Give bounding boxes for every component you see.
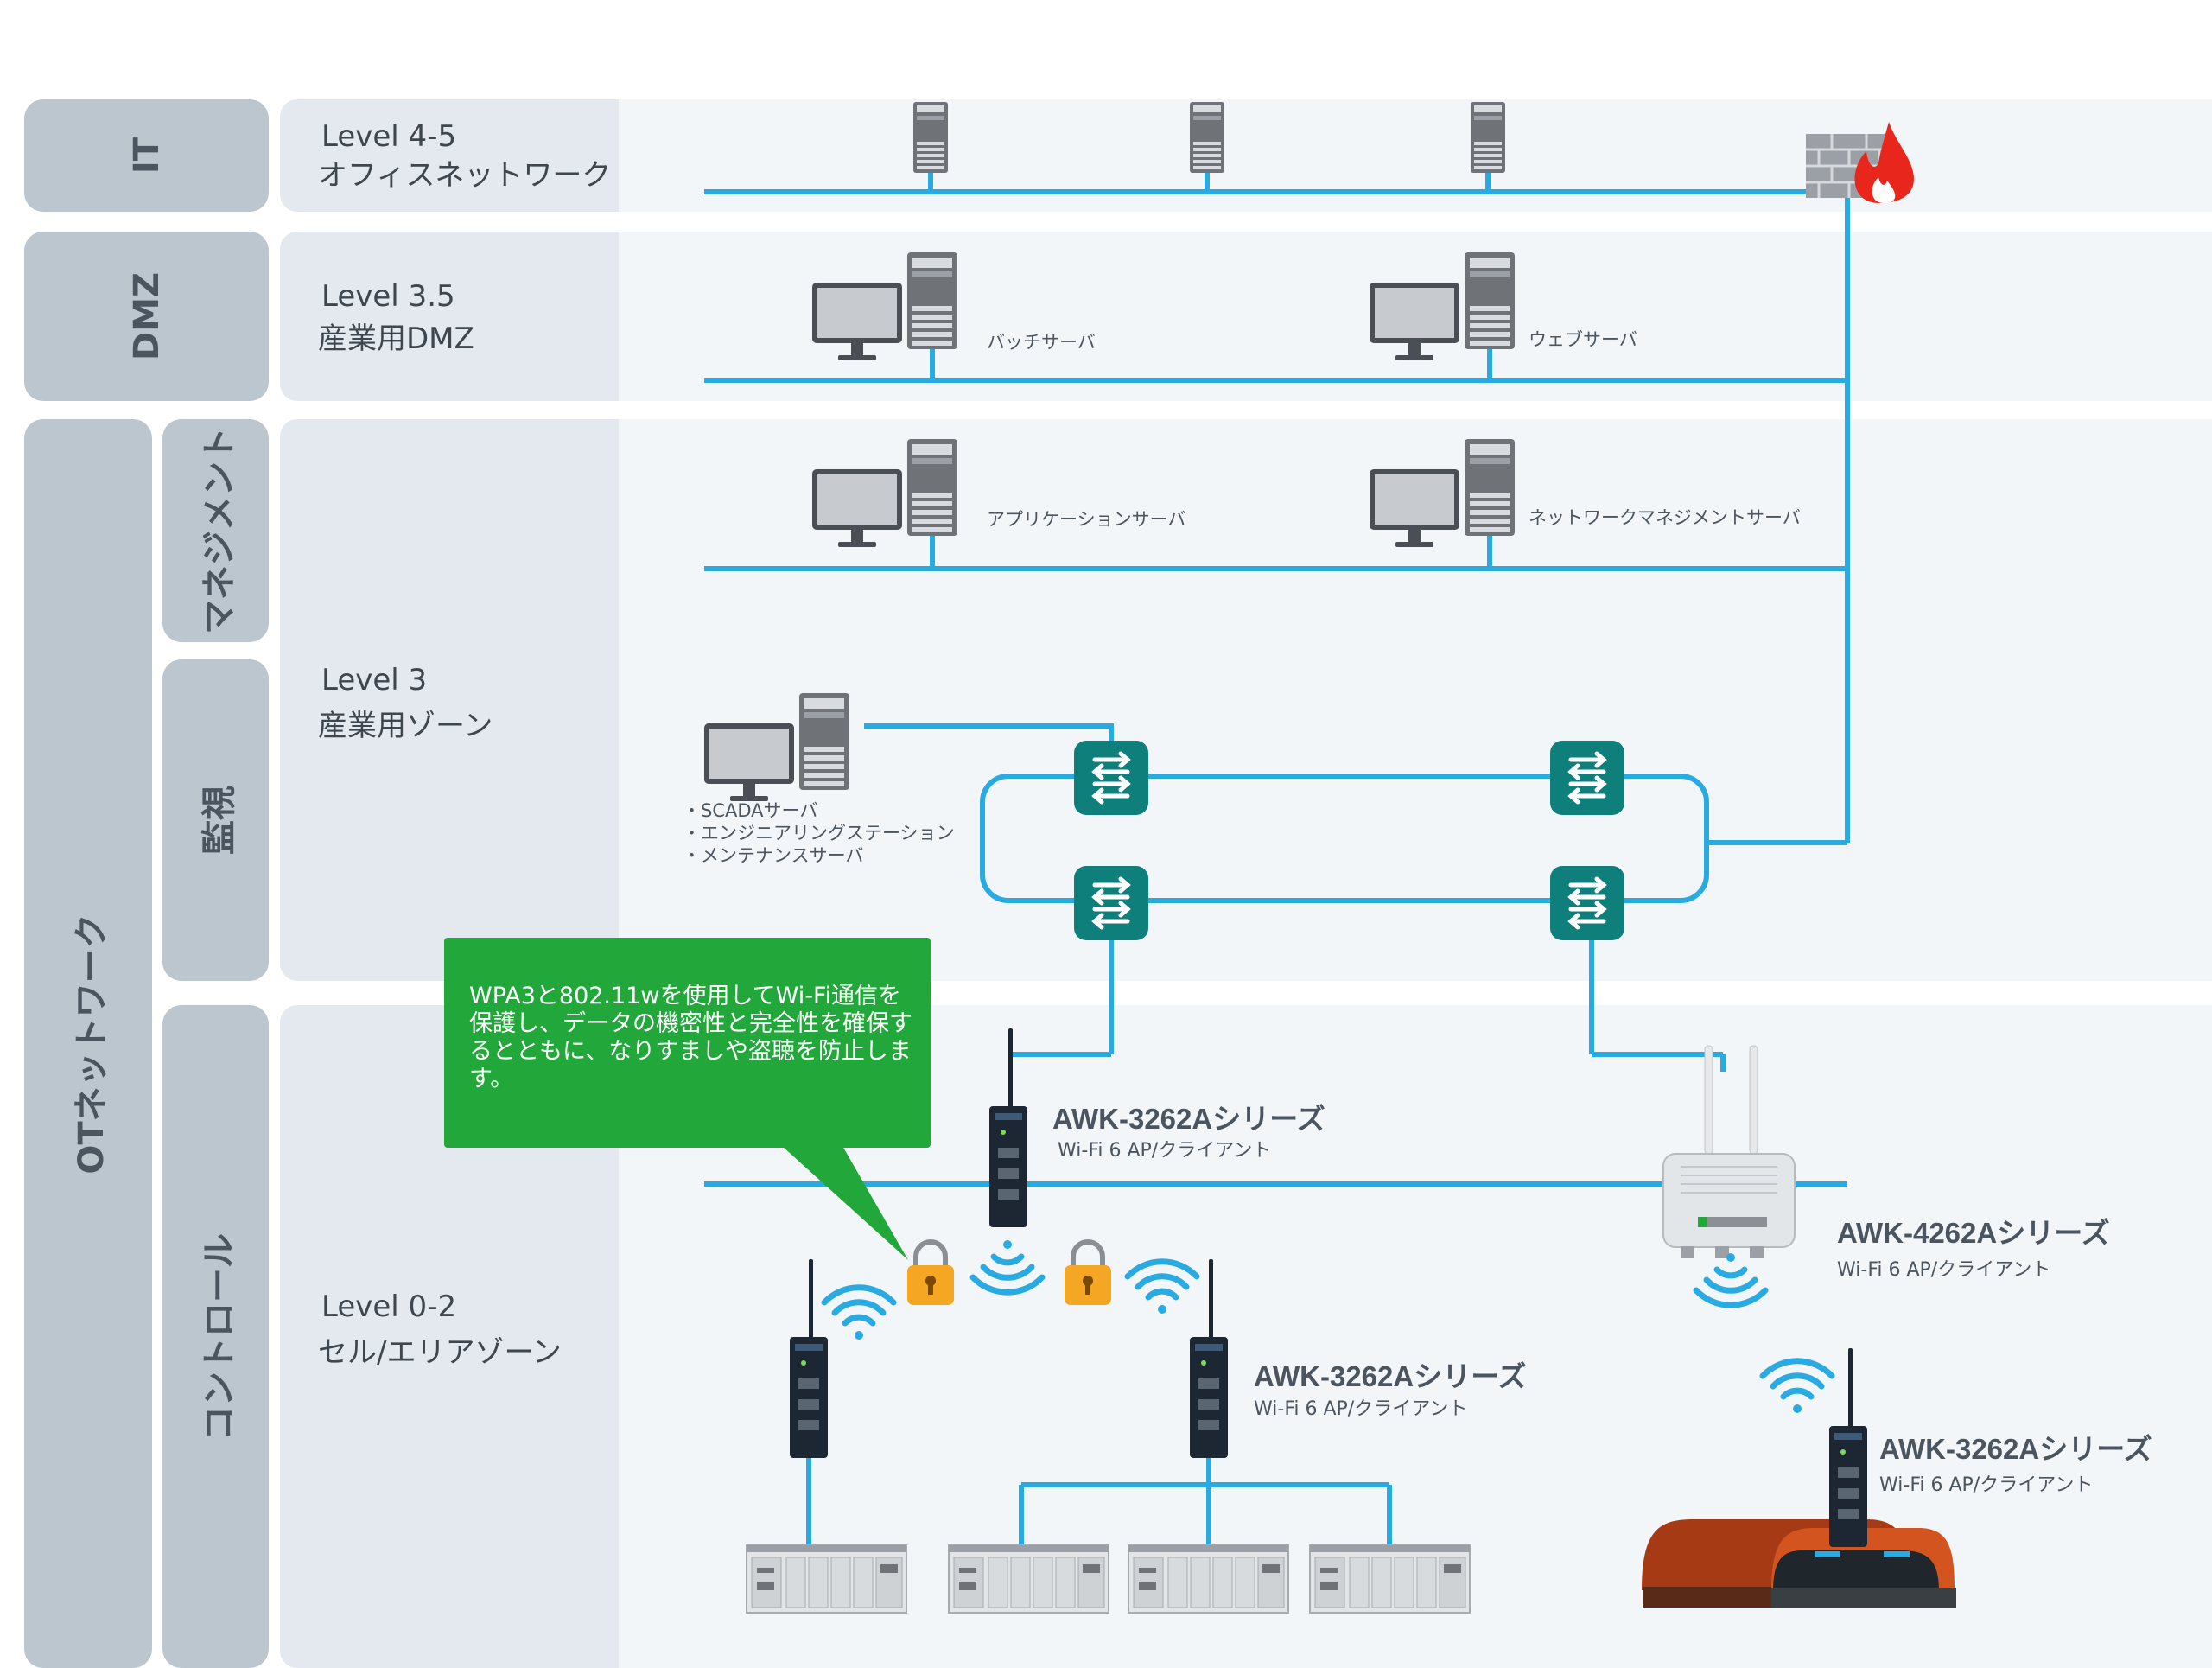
side-it: IT <box>24 99 269 212</box>
wifi-icon <box>973 1240 1042 1292</box>
monitor-icon <box>812 469 902 547</box>
plc-icon <box>746 1544 907 1614</box>
level-3-box <box>280 419 619 981</box>
firewall-icon <box>1806 122 1914 203</box>
awk-3262a-icon <box>1829 1348 1867 1547</box>
plc-icon <box>1309 1544 1471 1614</box>
switch-icon <box>1550 741 1624 815</box>
server-tower-icon <box>1465 252 1515 349</box>
awk-3262a-middle-name: AWK-3262Aシリーズ <box>1254 1360 1527 1392</box>
level-4-5-title: Level 4-5 <box>321 119 457 154</box>
server-tower-icon <box>913 102 948 173</box>
monitor-icon <box>704 723 794 801</box>
level-4-5-subtitle: オフィスネットワーク <box>318 158 612 193</box>
level-0-2-title: Level 0-2 <box>321 1289 457 1324</box>
wifi-icon <box>1763 1361 1832 1413</box>
awk-4262a-name: AWK-4262Aシリーズ <box>1837 1217 2110 1249</box>
level-3-5-box <box>280 232 619 401</box>
monitor-icon <box>1370 469 1459 547</box>
network-management-server-label: ネットワークマネジメントサーバ <box>1529 507 1801 528</box>
agv-icon <box>1642 1519 1956 1608</box>
switch-icon <box>1074 866 1148 940</box>
side-control: コントロール <box>162 1005 269 1668</box>
server-tower-icon <box>1471 102 1505 173</box>
awk-3262a-top-name: AWK-3262Aシリーズ <box>1052 1103 1325 1135</box>
awk-3262a-icon <box>1190 1259 1228 1458</box>
switch-icon <box>1074 741 1148 815</box>
application-server-label: アプリケーションサーバ <box>987 509 1186 530</box>
server-tower-icon <box>799 693 849 790</box>
side-ot: OTネットワーク <box>24 419 152 1668</box>
server-tower-icon <box>1465 439 1515 536</box>
scada-list: ・SCADAサーバ ・エンジニアリングステーション ・メンテナンスサーバ <box>683 799 955 867</box>
wifi-icon <box>1696 1253 1765 1305</box>
server-tower-icon <box>907 439 957 536</box>
level-3-5-subtitle: 産業用DMZ <box>318 322 474 356</box>
side-dmz: DMZ <box>24 232 269 401</box>
scada-item: ・メンテナンスサーバ <box>683 845 864 866</box>
side-management: マネジメント <box>162 419 269 642</box>
awk-3262a-top-sub: Wi-Fi 6 AP/クライアント <box>1058 1140 1272 1162</box>
network-lines <box>704 173 1850 1547</box>
web-server-label: ウェブサーバ <box>1529 329 1637 350</box>
level-4-5-box <box>280 99 619 212</box>
level-3-title: Level 3 <box>321 663 428 697</box>
level-0-2-subtitle: セル/エリアゾーン <box>318 1335 562 1370</box>
callout-text: WPA3と802.11wを使用してWi-Fi通信を保護し、データの機密性と完全性… <box>469 983 912 1092</box>
level-3-5-title: Level 3.5 <box>321 279 455 314</box>
plc-icon <box>948 1544 1109 1614</box>
awk-4262a-sub: Wi-Fi 6 AP/クライアント <box>1837 1259 2051 1281</box>
awk-3262a-agv-name: AWK-3262Aシリーズ <box>1879 1433 2152 1465</box>
wifi-icon <box>824 1288 893 1340</box>
server-tower-icon <box>907 252 957 349</box>
awk-3262a-icon <box>790 1259 828 1458</box>
lock-icon <box>907 1242 954 1305</box>
side-monitoring: 監視 <box>162 659 269 981</box>
awk-3262a-icon <box>989 1028 1027 1227</box>
switch-icon <box>1550 866 1624 940</box>
scada-item: ・SCADAサーバ <box>683 800 818 821</box>
level-3-subtitle: 産業用ゾーン <box>318 709 493 743</box>
server-tower-icon <box>1190 102 1224 173</box>
awk-3262a-middle-sub: Wi-Fi 6 AP/クライアント <box>1254 1398 1468 1420</box>
scada-item: ・エンジニアリングステーション <box>683 823 955 844</box>
awk-3262a-agv-sub: Wi-Fi 6 AP/クライアント <box>1879 1474 2094 1496</box>
lock-icon <box>1065 1242 1111 1305</box>
monitor-icon <box>812 283 902 360</box>
callout-bubble <box>444 938 931 1260</box>
wifi-icon <box>1128 1262 1197 1314</box>
batch-server-label: バッチサーバ <box>987 332 1096 353</box>
monitor-icon <box>1370 283 1459 360</box>
plc-icon <box>1128 1544 1289 1614</box>
awk-4262a-icon <box>1662 1045 1796 1258</box>
